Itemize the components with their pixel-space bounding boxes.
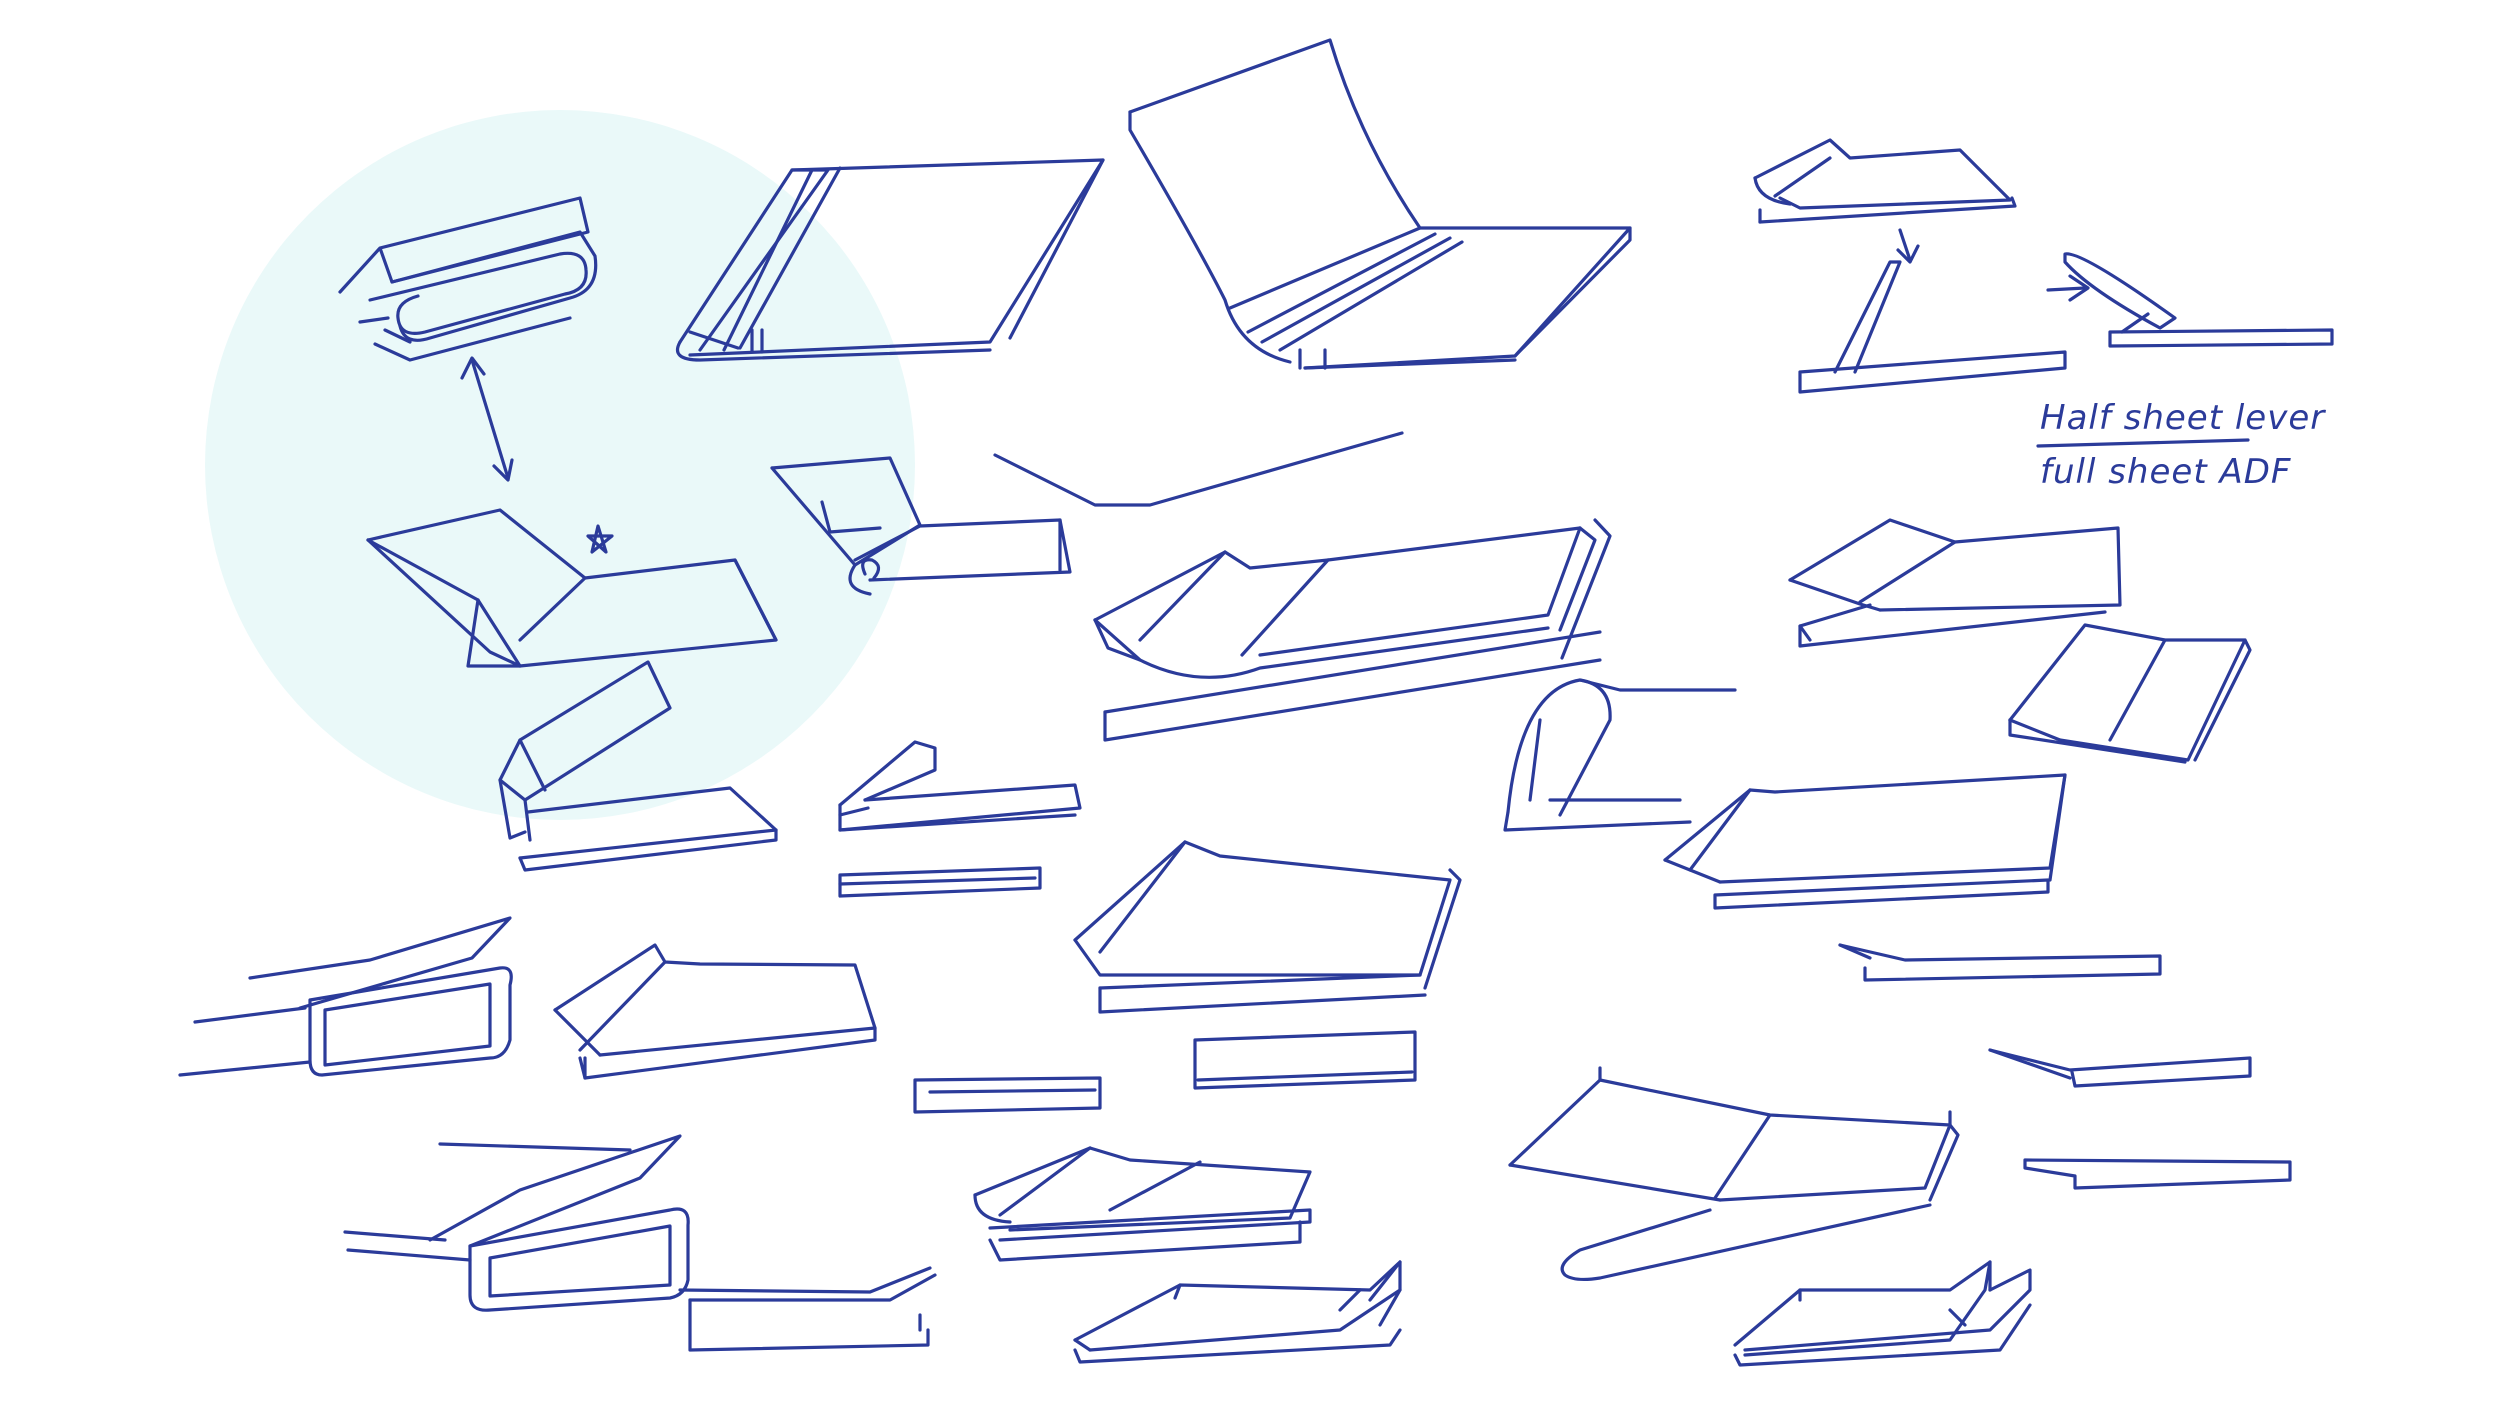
sketch-thin-lever-3 [2023,1158,2292,1190]
sketch-small-bar-1 [913,1076,1102,1114]
sketch-thin-lever-1 [1838,943,2162,982]
sketch-left-folder [553,943,877,1080]
sketch-bottom-stack-folder [973,1146,1312,1262]
annotation-divider [2036,438,2250,448]
sketch-bottom-right-tray [1733,1260,2032,1367]
sketch-lever-base [498,660,778,872]
sketch-bottom-right-lid [1508,1066,1960,1282]
star-icon [586,524,614,554]
sketch-left-fold-device [178,916,513,1077]
arrow-icon [2046,274,2090,302]
sketch-center-flatbed-lid [1073,840,1462,1014]
ink-strokes [178,38,2334,1367]
annotation-half-sheet-lever: Half sheet lever [2040,398,2326,438]
sketch-right-long-scanner [1663,773,2067,910]
annotation-full-sheet-adf: full sheet ADF [2040,452,2292,492]
sketch-tall-lever [1798,260,2067,394]
sketch-curved-lid [1128,38,1632,370]
sketch-bottom-two-part [678,1266,937,1352]
arrow-icon [460,356,514,482]
sketch-bottom-fold-device [343,1134,690,1312]
sketch-thin-lever-2 [1988,1048,2252,1088]
sketch-flat-bar [838,866,1042,898]
sketch-standing-roller [1503,678,1737,832]
sketch-right-flatbed [1788,518,2122,648]
sketch-open-flatbed-star [366,508,778,668]
sketch-rolled-scanner [338,196,598,362]
sketch-bottom-tray [1073,1260,1402,1364]
sketch-bent-line [993,431,1404,507]
sketch-small-bar-2 [1193,1030,1417,1090]
sketch-right-folder [2008,623,2252,764]
sketch-spine-flatbed [675,158,1105,362]
sketch-tilted-paddle [2063,252,2334,348]
sketch-slotted-base [838,740,1082,832]
sketch-wide-scanner [1093,518,1612,742]
sketch-hinge-roller [770,456,1072,596]
sketch-top-right-lever [1753,138,2017,224]
arrow-icon [1896,228,1920,264]
